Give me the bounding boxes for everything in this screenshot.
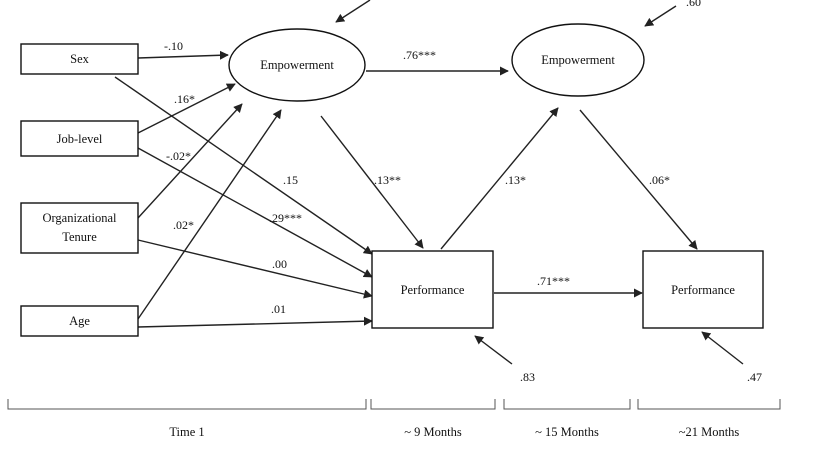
- coef-empowerment-to-performance-t2: .06*: [649, 173, 670, 187]
- bracket-15-months: [503, 399, 631, 410]
- residual-performance-time1: .83: [520, 370, 535, 384]
- node-performance-time2-label: Performance: [671, 283, 735, 297]
- arrow-tenure-to-performance: [137, 239, 373, 299]
- coef-empowerment-to-performance: .13**: [374, 173, 401, 187]
- arrow-age-to-performance: [137, 316, 373, 328]
- node-age-label: Age: [69, 314, 90, 328]
- residual-empowerment-time2: .60: [686, 0, 701, 9]
- node-age: Age: [20, 305, 139, 337]
- arrow-residual-empowerment-t1: [335, 0, 371, 23]
- coef-age-to-performance: .01: [271, 302, 286, 316]
- node-tenure-label-line2: Tenure: [62, 230, 97, 244]
- residual-labels: .60 .83 .47: [520, 0, 762, 384]
- coef-performance-stability: .71***: [537, 274, 570, 288]
- node-empowerment-time2-label: Empowerment: [541, 53, 615, 67]
- arrow-age-to-empowerment: [137, 109, 282, 320]
- path-coefficients: -.10 .16* -.02* .02* .15 .29*** .00 .01 …: [164, 39, 670, 316]
- bracket-9-months: [370, 399, 496, 410]
- coef-tenure-to-empowerment: -.02*: [166, 149, 191, 163]
- residual-performance-time2: .47: [747, 370, 762, 384]
- timeline-label-15-months: ~ 15 Months: [535, 425, 599, 439]
- timeline-label-21-months: ~21 Months: [679, 425, 740, 439]
- node-performance-time1: Performance: [371, 250, 494, 329]
- node-job-level: Job-level: [20, 120, 139, 157]
- node-performance-time1-label: Performance: [401, 283, 465, 297]
- bracket-21-months: [637, 399, 781, 410]
- arrow-job-level-to-empowerment: [137, 83, 236, 134]
- coef-sex-to-empowerment: -.10: [164, 39, 183, 53]
- node-performance-time2: Performance: [642, 250, 764, 329]
- node-organizational-tenure: Organizational Tenure: [20, 202, 139, 254]
- arrow-empowerment-to-performance: [320, 115, 424, 249]
- coef-tenure-to-performance: .00: [272, 257, 287, 271]
- bracket-time1: [7, 399, 367, 410]
- coef-empowerment-stability: .76***: [403, 48, 436, 62]
- node-sex: Sex: [20, 43, 139, 75]
- arrow-empowerment-to-performance-t2: [579, 109, 698, 250]
- node-empowerment-time1-label: Empowerment: [260, 58, 334, 72]
- coef-age-to-empowerment: .02*: [173, 218, 194, 232]
- coef-sex-to-performance: .15: [283, 173, 298, 187]
- arrow-sex-to-performance: [114, 76, 373, 255]
- timeline-label-9-months: ~ 9 Months: [404, 425, 462, 439]
- arrow-performance-to-empowerment: [440, 107, 559, 250]
- coef-job-level-to-performance: .29***: [269, 211, 302, 225]
- node-sex-label: Sex: [70, 52, 90, 66]
- coef-performance-to-empowerment: .13*: [505, 173, 526, 187]
- arrow-residual-performance-t1: [474, 335, 513, 365]
- path-arrows: [114, 0, 744, 365]
- node-empowerment-time1: Empowerment: [228, 28, 366, 102]
- coef-job-level-to-empowerment: .16*: [174, 92, 195, 106]
- arrow-job-level-to-performance: [137, 147, 373, 278]
- node-empowerment-time2: Empowerment: [511, 23, 645, 97]
- arrow-sex-to-empowerment: [137, 50, 229, 60]
- arrow-residual-empowerment-t2: [644, 5, 677, 27]
- timeline-label-time1: Time 1: [169, 425, 204, 439]
- node-tenure-label-line1: Organizational: [42, 211, 117, 225]
- node-job-level-label: Job-level: [57, 132, 103, 146]
- arrow-tenure-to-empowerment: [137, 103, 243, 219]
- timeline: Time 1 ~ 9 Months ~ 15 Months ~21 Months: [7, 399, 781, 439]
- arrow-residual-performance-t2: [701, 331, 744, 365]
